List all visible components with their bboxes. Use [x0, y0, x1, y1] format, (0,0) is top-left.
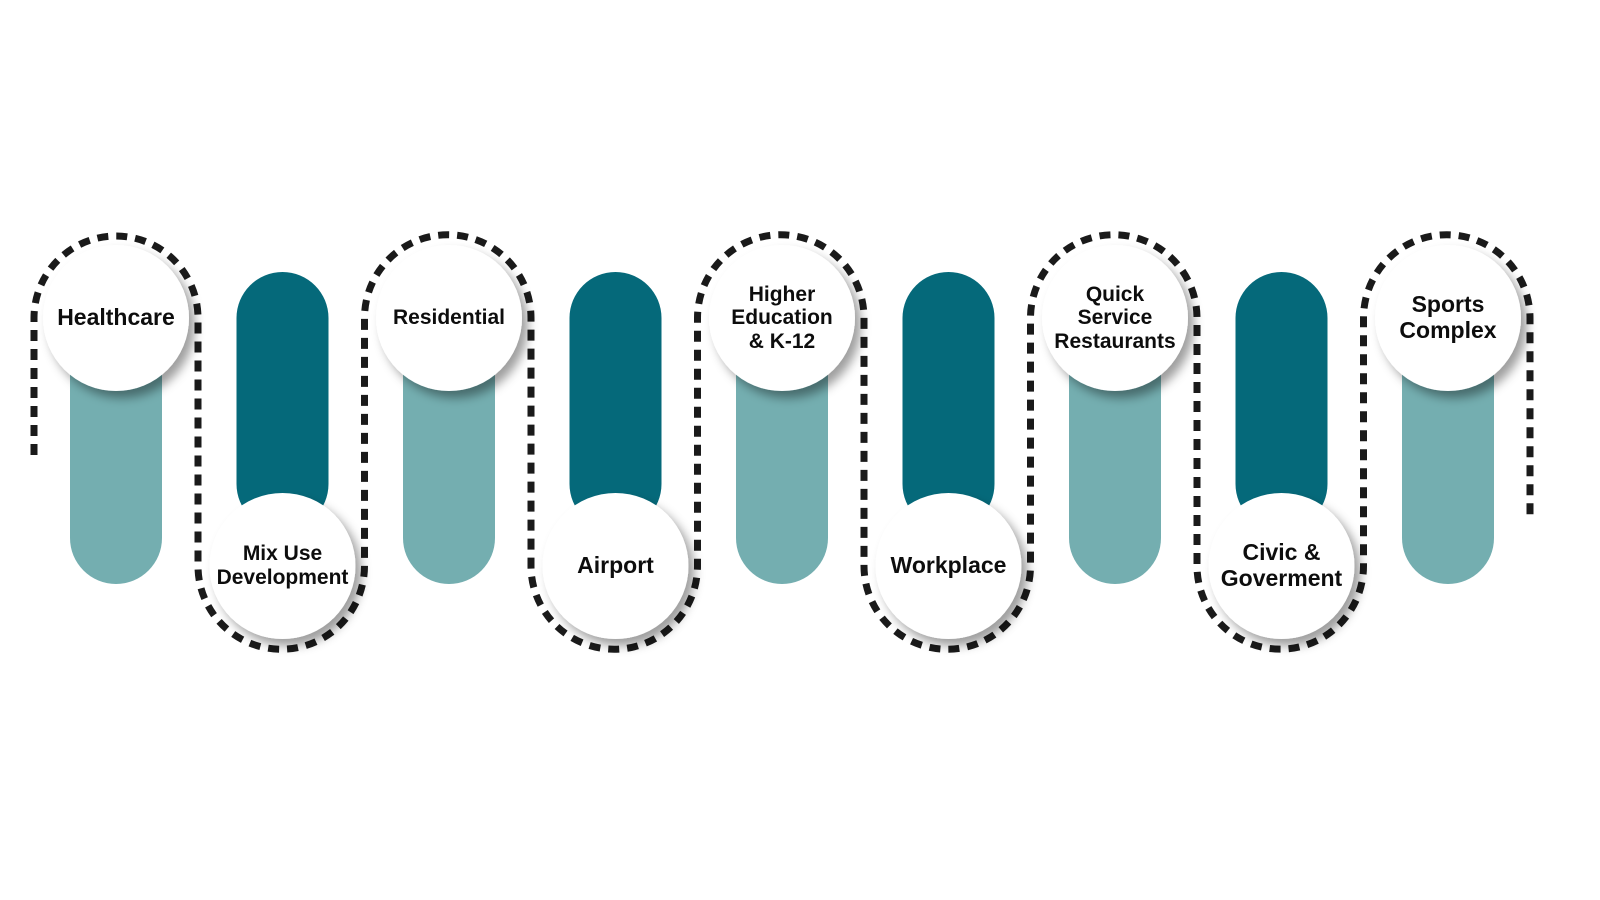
circle-higher-education — [709, 245, 855, 391]
circle-layer — [43, 245, 1521, 639]
label-healthcare: Healthcare — [57, 304, 175, 331]
label-quick-service-restaurants: Quick Service Restaurants — [1054, 282, 1176, 353]
label-civic-government: Civic & Goverment — [1220, 539, 1343, 591]
label-sports-complex: Sports Complex — [1399, 291, 1497, 343]
label-workplace: Workplace — [890, 552, 1007, 579]
dashed-connector-layer — [30, 231, 1534, 653]
label-airport: Airport — [577, 552, 654, 579]
circle-residential — [376, 245, 522, 391]
label-mix-use-development: Mix Use Development — [216, 542, 349, 589]
circle-civic-government — [1208, 493, 1355, 639]
circle-workplace — [875, 493, 1022, 639]
pill-workplace — [902, 272, 995, 530]
circle-quick-service-restaurants — [1042, 245, 1188, 391]
label-higher-education: Higher Education & K-12 — [731, 282, 833, 353]
pill-airport — [569, 272, 662, 530]
circle-sports-complex — [1375, 245, 1521, 391]
circle-mix-use-development — [209, 493, 356, 639]
pill-mix-use-development — [236, 272, 329, 530]
dashed-connector — [30, 231, 1534, 653]
label-residential: Residential — [392, 306, 506, 330]
circle-airport — [542, 493, 689, 639]
circle-healthcare — [43, 245, 189, 391]
pill-civic-government — [1235, 272, 1328, 530]
